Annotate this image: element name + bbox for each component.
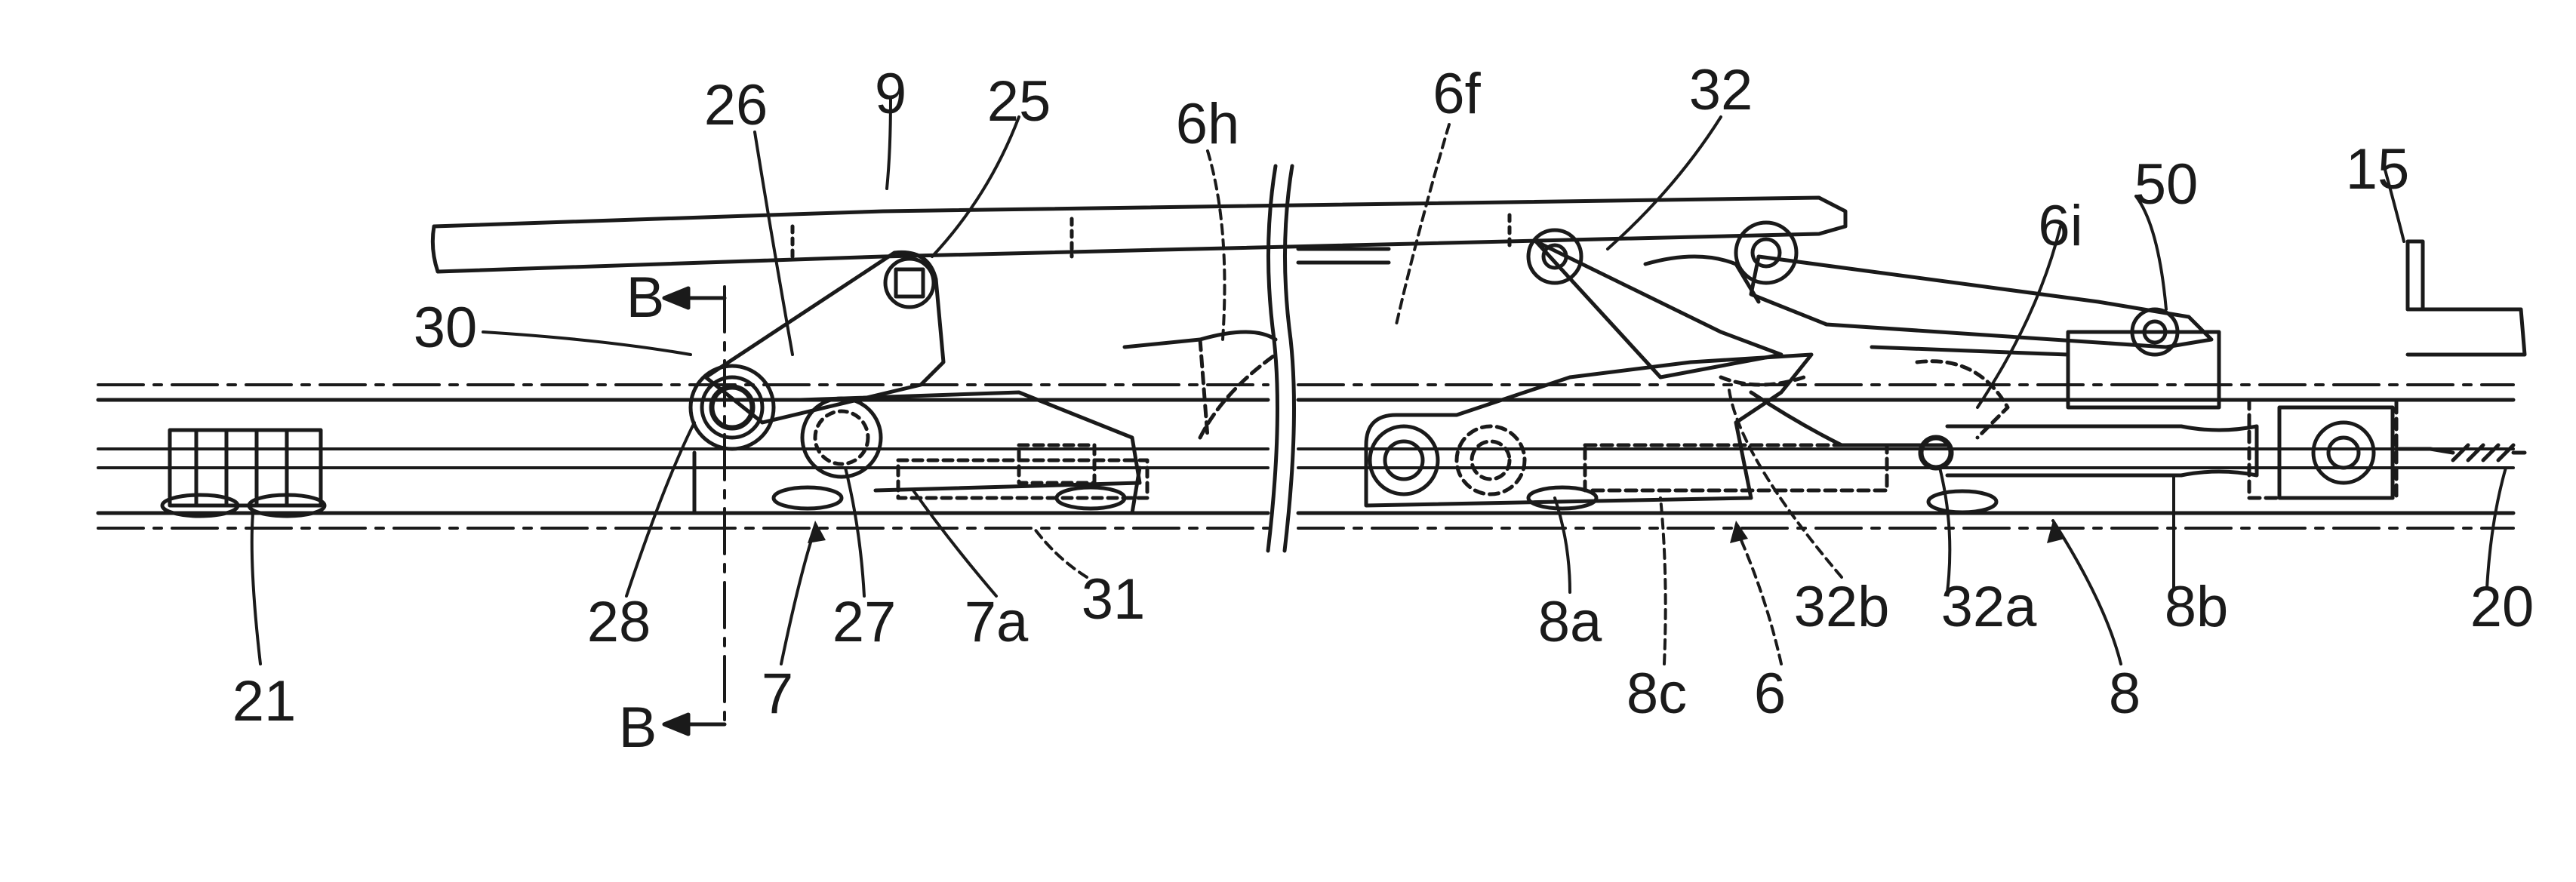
label-7a: 7a	[965, 590, 1029, 654]
label-9: 9	[875, 62, 906, 126]
link-50	[1736, 223, 2219, 407]
label-8b: 8b	[2165, 575, 2229, 639]
pivot-30	[691, 366, 774, 449]
label-28: 28	[587, 590, 651, 654]
label-15: 15	[2346, 137, 2410, 201]
bracket-15	[2408, 241, 2525, 355]
label-30: 30	[414, 296, 478, 360]
label-6i: 6i	[2038, 194, 2082, 258]
slider-8a	[1366, 355, 1887, 509]
label-31: 31	[1082, 567, 1146, 632]
label-8: 8	[2109, 662, 2141, 726]
pivot-27	[802, 398, 881, 477]
label-6h: 6h	[1176, 92, 1240, 156]
block-21	[162, 430, 325, 516]
label-6: 6	[1754, 662, 1786, 726]
top-plate-9	[432, 198, 1845, 272]
label-27: 27	[833, 590, 897, 654]
label-7: 7	[762, 662, 793, 726]
label-b-top: B	[626, 266, 665, 330]
label-6f: 6f	[1433, 62, 1481, 126]
label-32: 32	[1689, 58, 1753, 122]
label-25: 25	[987, 69, 1051, 134]
label-8c: 8c	[1627, 662, 1687, 726]
lever-7a	[800, 392, 1147, 498]
label-32b: 32b	[1794, 575, 1890, 639]
link-32	[1528, 230, 1804, 385]
label-50: 50	[2134, 152, 2199, 217]
slot-6i	[1751, 361, 2008, 468]
label-20: 20	[2470, 575, 2534, 639]
label-b-bottom: B	[619, 696, 657, 760]
label-32a: 32a	[1941, 575, 2038, 639]
label-26: 26	[704, 73, 768, 137]
leader-arrowheads	[808, 521, 2065, 543]
label-8a: 8a	[1538, 590, 1602, 654]
label-21: 21	[232, 669, 297, 733]
